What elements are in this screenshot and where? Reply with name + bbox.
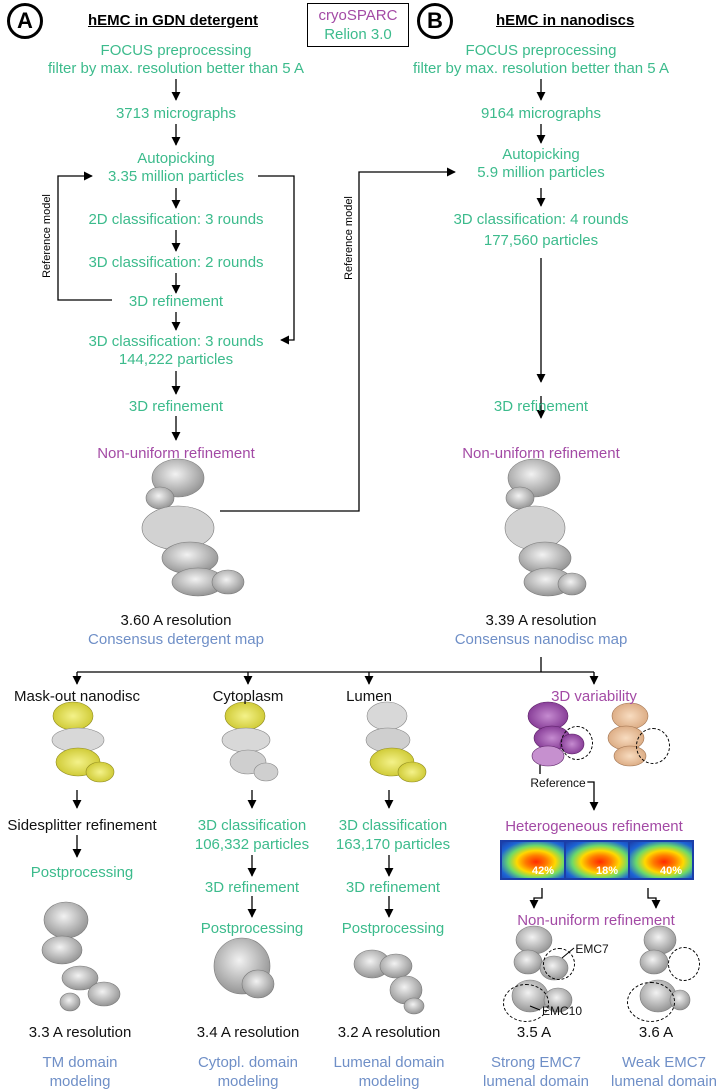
a-particles: 3.35 million particles [108,168,244,185]
a-focus: FOCUS preprocessing [100,42,252,59]
heterogeneous-classes-strip: 42% 18% 40% [500,840,694,880]
b-nonuniform-refinement: Non-uniform refinement [462,445,620,462]
a-resolution: 3.60 A resolution [120,612,232,629]
a-nonuniform-refinement: Non-uniform refinement [97,445,255,462]
lumen-model-line1: Lumenal domain [333,1054,445,1071]
b-autopicking: Autopicking [502,146,580,163]
mask-postprocessing: Postprocessing [30,864,134,881]
b-reference-model-label: Reference model [343,196,355,280]
cyto-model-line1: Cytopl. domain [197,1054,299,1071]
lumen-particles: 163,170 particles [335,836,451,853]
variability-title: 3D variability [551,688,637,705]
a-3d-refinement-b: 3D refinement [128,398,224,415]
strong-emc7-line1: Strong EMC7 [490,1054,582,1071]
b-particles: 5.9 million particles [477,164,605,181]
cyto-3d-refinement: 3D refinement [204,879,300,896]
cyto-postprocessing: Postprocessing [200,920,304,937]
emc10-weak-circle [627,982,675,1022]
mask-model-line1: TM domain [42,1054,118,1071]
cyto-resolution: 3.4 A resolution [196,1024,300,1041]
lumen-resolution: 3.2 A resolution [337,1024,441,1041]
lumen-model-line2: modeling [358,1073,420,1090]
emc7-weak-circle [668,947,700,981]
cyto-model-line2: modeling [217,1073,279,1090]
strong-emc7-line2: lumenal domain [483,1073,589,1090]
a-consensus-map: Consensus detergent map [88,631,264,648]
tm-domain-map-image [41,901,121,1012]
relion-label: Relion 3.0 [324,26,392,43]
lumen-branch-title: Lumen [346,688,392,705]
a-micrographs: 3713 micrographs [115,105,237,122]
cyto-3d-classification: 3D classification [197,817,307,834]
mask-resolution: 3.3 A resolution [28,1024,132,1041]
b-3d-classification: 3D classification: 4 rounds [453,211,629,228]
mask-model-line2: modeling [49,1073,111,1090]
a-filter: filter by max. resolution better than 5 … [48,60,304,77]
lumen-postprocessing: Postprocessing [341,920,445,937]
variability-nonuniform-refinement: Non-uniform refinement [517,912,675,929]
emc7-label: EMC7 [575,942,609,956]
emc10-circle [503,984,549,1022]
a-autopicking: Autopicking [137,150,215,167]
cytoplasm-map-image [221,701,279,782]
a-2d-classification: 2D classification: 3 rounds [88,211,264,228]
heterogeneous-refinement: Heterogeneous refinement [505,818,683,835]
consensus-nanodisc-map-image [504,458,587,597]
mask-sidesplitter: Sidesplitter refinement [7,817,157,834]
panel-b-title: hEMC in nanodiscs [496,12,635,29]
panel-a-label: A [7,3,43,39]
weak-emc7-line1: Weak EMC7 [622,1054,706,1071]
class-40-percent: 40% [660,865,683,877]
consensus-detergent-map-image [141,458,245,597]
cryosparc-label: cryoSPARC [318,7,398,24]
cyto-particles: 106,332 particles [194,836,310,853]
class-42-thumbnail: 42% [502,842,564,878]
weak-emc7-resolution: 3.6 A [638,1024,674,1041]
emc7-strong-circle [543,948,575,980]
variability-tan-map-image [607,702,649,767]
strong-emc7-resolution: 3.5 A [516,1024,552,1041]
cytoplasmic-domain-map-image [213,937,275,999]
b-focus: FOCUS preprocessing [465,42,617,59]
software-legend-box: cryoSPARC Relion 3.0 [307,3,409,47]
mask-out-map-image [51,701,115,783]
class-18-percent: 18% [596,865,619,877]
panel-b-label: B [417,3,453,39]
panel-a-title: hEMC in GDN detergent [88,12,259,29]
lumen-3d-refinement: 3D refinement [345,879,441,896]
b-filter: filter by max. resolution better than 5 … [413,60,669,77]
emc7-highlight-circle [561,726,593,760]
a-3d-classification-b: 3D classification: 3 rounds [88,333,264,350]
emc7-missing-circle [636,728,670,764]
lumen-3d-classification: 3D classification [338,817,448,834]
weak-emc7-line2: lumenal domain [611,1073,717,1090]
cyto-branch-title: Cytoplasm [212,688,284,705]
b-3d-refinement: 3D refinement [493,398,589,415]
b-resolution: 3.39 A resolution [485,612,597,629]
b-particles-b: 177,560 particles [483,232,599,249]
class-40-thumbnail: 40% [630,842,692,878]
a-reference-model-label: Reference model [41,194,53,278]
a-3d-refinement: 3D refinement [128,293,224,310]
lumenal-domain-map-image [353,949,425,1015]
a-3d-classification: 3D classification: 2 rounds [88,254,264,271]
lumen-map-image [365,701,427,783]
mask-branch-title: Mask-out nanodisc [14,688,140,705]
b-micrographs: 9164 micrographs [480,105,602,122]
b-consensus-map: Consensus nanodisc map [454,631,628,648]
emc10-label: EMC10 [541,1004,583,1018]
a-particles-b: 144,222 particles [118,351,234,368]
variability-reference-label: Reference [528,774,588,792]
class-42-percent: 42% [532,865,555,877]
class-18-thumbnail: 18% [566,842,628,878]
